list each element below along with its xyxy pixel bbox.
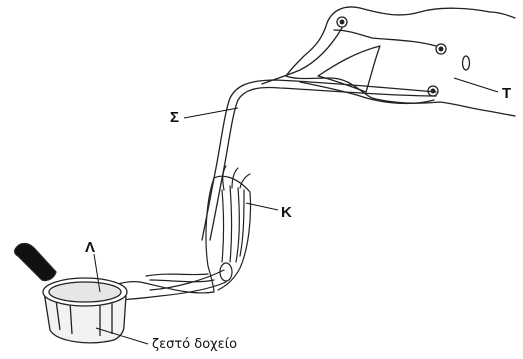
arm xyxy=(104,166,251,300)
label-spinal-cord: Σ xyxy=(170,110,179,125)
spinal-cord-section xyxy=(286,7,515,116)
label-receptor: Λ xyxy=(85,240,95,255)
nerve-fibers xyxy=(202,28,436,240)
caption-hot-pot: ζεστό δοχείο xyxy=(152,338,237,351)
label-muscle: Κ xyxy=(281,205,292,220)
label-brain: Τ xyxy=(502,86,511,101)
hot-pot xyxy=(15,244,127,343)
leader-lines xyxy=(94,78,498,344)
